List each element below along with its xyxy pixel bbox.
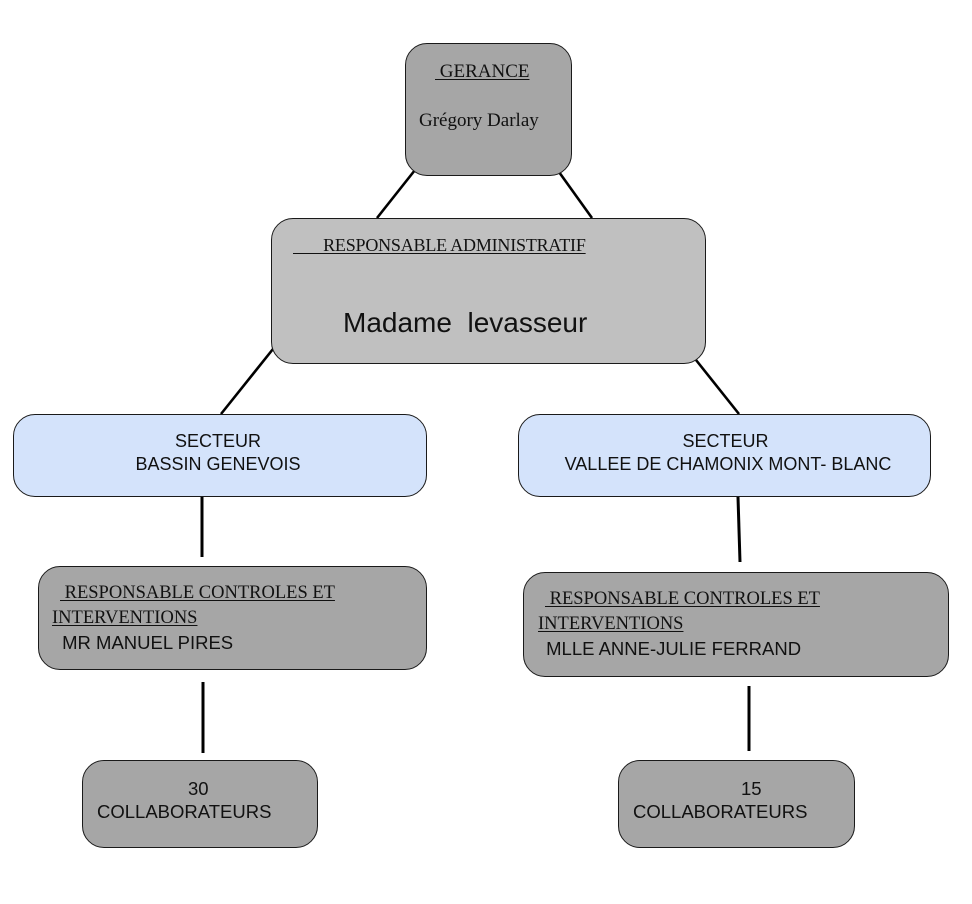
controles-name: MR MANUEL PIRES xyxy=(57,632,234,653)
gerance-title: GERANCE xyxy=(435,61,530,82)
node-controles-left: RESPONSABLE CONTROLES ET INTERVENTIONS M… xyxy=(38,566,427,670)
secteur-text: SECTEUR BASSIN GENEVOIS xyxy=(10,430,426,476)
collaborateurs-count: 30 xyxy=(188,778,209,799)
collaborateurs-label: COLLABORATEURS xyxy=(97,801,272,822)
secteur-label: SECTEUR xyxy=(682,431,769,451)
node-secteur-bassin-genevois: SECTEUR BASSIN GENEVOIS xyxy=(13,414,427,497)
connector-gerance-admin-right xyxy=(557,171,594,219)
node-responsable-administratif: RESPONSABLE ADMINISTRATIF Madame levasse… xyxy=(271,218,706,364)
admin-name: Madame levasseur xyxy=(343,307,588,338)
node-controles-right: RESPONSABLE CONTROLES ET INTERVENTIONS M… xyxy=(523,572,949,677)
collaborateurs-count: 15 xyxy=(741,778,762,799)
controles-title-line1: RESPONSABLE CONTROLES ET xyxy=(545,589,820,609)
node-gerance: GERANCE Grégory Darlay xyxy=(405,43,572,176)
node-collaborateurs-left: 30 COLLABORATEURS xyxy=(82,760,318,848)
node-secteur-vallee-chamonix: SECTEUR VALLEE DE CHAMONIX MONT- BLANC xyxy=(518,414,931,497)
admin-title: RESPONSABLE ADMINISTRATIF xyxy=(293,235,586,255)
controles-title-line2: INTERVENTIONS xyxy=(538,614,684,634)
connector-secteur-controles-right xyxy=(736,496,742,563)
secteur-name: VALLEE DE CHAMONIX MONT- BLANC xyxy=(559,454,892,474)
gerance-name: Grégory Darlay xyxy=(419,110,539,131)
collaborateurs-label: COLLABORATEURS xyxy=(633,801,808,822)
controles-title-line1: RESPONSABLE CONTROLES ET xyxy=(60,583,335,603)
connector-admin-secteur-left xyxy=(219,348,275,415)
secteur-name: BASSIN GENEVOIS xyxy=(135,454,301,474)
secteur-text: SECTEUR VALLEE DE CHAMONIX MONT- BLANC xyxy=(521,430,930,476)
controles-title-line2: INTERVENTIONS xyxy=(52,608,198,628)
connector-admin-secteur-right xyxy=(694,359,741,415)
node-collaborateurs-right: 15 COLLABORATEURS xyxy=(618,760,855,848)
controles-name: MLLE ANNE-JULIE FERRAND xyxy=(541,638,802,659)
secteur-label: SECTEUR xyxy=(174,431,261,451)
connector-gerance-admin-left xyxy=(375,169,417,219)
